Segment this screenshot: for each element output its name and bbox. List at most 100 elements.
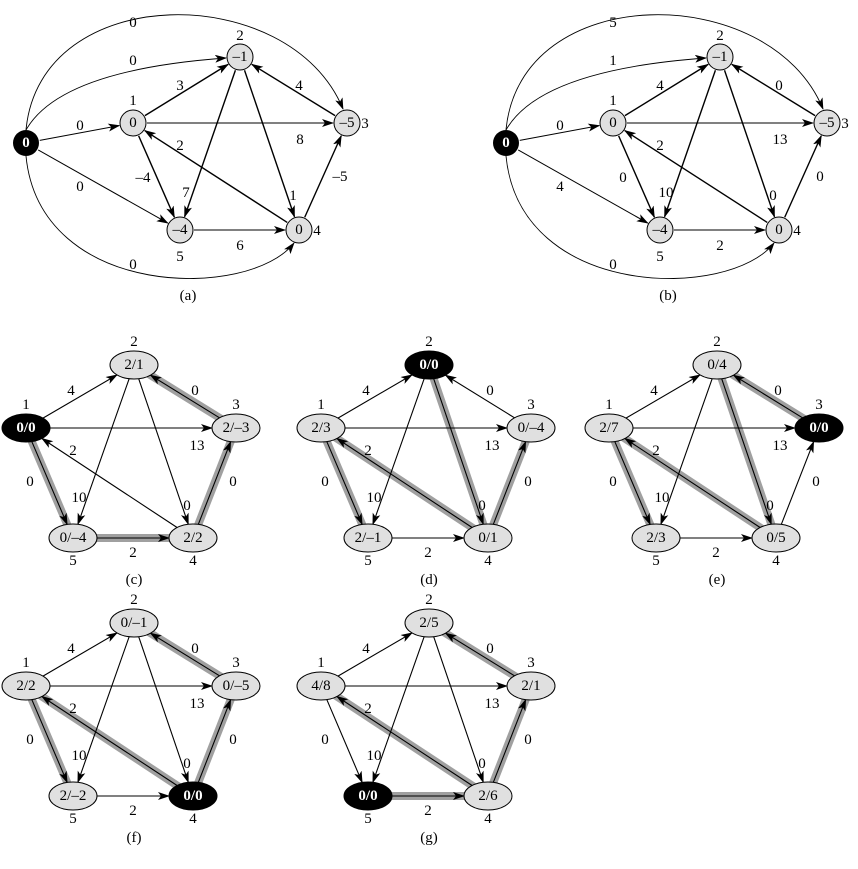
edge-1-5 (326, 441, 363, 526)
vertex-number: 4 (793, 223, 801, 239)
source-vertex (1, 413, 51, 443)
vertex-number: 5 (652, 553, 660, 569)
vertex-number: 5 (69, 811, 77, 827)
vertex-number: 1 (129, 93, 137, 109)
panel-caption: (b) (659, 288, 677, 304)
source-vertex (794, 413, 844, 443)
edge-4-3 (197, 440, 232, 525)
vertex-distance-label: 2/5 (419, 615, 438, 631)
source-vertex (13, 130, 39, 156)
panel-caption: (d) (420, 572, 438, 588)
edge-3-2 (732, 374, 803, 419)
vertex-number: 1 (317, 655, 325, 671)
edge-weight-2-4: 0 (766, 498, 774, 514)
edge-weight-2-4: 0 (183, 498, 191, 514)
edge-2-4 (243, 70, 296, 218)
edge-4-3 (304, 134, 342, 218)
vertex-number: 4 (189, 553, 197, 569)
vertex-2 (692, 350, 742, 380)
vertex-distance-label: 2/1 (124, 357, 143, 373)
edge-weight-s-3: 0 (129, 15, 137, 31)
vertex-5 (166, 216, 194, 244)
edge-2-5 (77, 636, 130, 784)
vertex-2 (109, 608, 159, 638)
edge-weight-2-5: 10 (367, 748, 382, 764)
edge-weight-3-2: 0 (486, 641, 494, 657)
vertex-distance-label: 2/–1 (355, 530, 382, 546)
vertex-distance-label: 0/0 (809, 420, 828, 436)
edge-1-2 (42, 374, 118, 419)
edge-weight-s-4: 0 (609, 257, 617, 273)
vertex-3 (211, 413, 261, 443)
edge-weight-1-5: 0 (609, 474, 617, 490)
edge-3-2 (731, 63, 816, 117)
vertex-number: 2 (713, 334, 721, 350)
vertex-1 (119, 109, 147, 137)
vertex-number: 4 (484, 553, 492, 569)
edge-4-1 (143, 129, 288, 224)
edge-weight-s-5: 4 (556, 179, 564, 195)
vertex-1 (296, 413, 346, 443)
vertex-distance-label: 2/3 (311, 420, 330, 436)
edge-weight-3-2: 4 (295, 78, 303, 94)
vertex-4 (168, 523, 218, 553)
edge-2-4 (138, 378, 189, 526)
vertex-number: 2 (130, 592, 138, 608)
edge-weight-1-2: 4 (67, 383, 75, 399)
edge-1-5 (617, 135, 656, 219)
vertex-value: –4 (652, 222, 669, 238)
edge-weight-4-3: 0 (524, 732, 532, 748)
vertex-3 (333, 109, 361, 137)
edge-2-4 (138, 636, 189, 784)
edge-weight-s-1: 0 (76, 118, 84, 134)
panel-caption: (g) (420, 830, 438, 846)
vertex-number: 2 (425, 592, 433, 608)
source-vertex (404, 350, 454, 380)
edge-s-3 (505, 14, 824, 131)
vertex-distance-label: 2/3 (646, 530, 665, 546)
vertex-value: 0 (129, 115, 137, 131)
edge-1-2 (144, 63, 229, 117)
edge-weight-3-2: 0 (191, 383, 199, 399)
edge-weight-1-5: 0 (321, 474, 329, 490)
edge-4-3 (784, 134, 822, 218)
vertex-number: 4 (189, 811, 197, 827)
edge-4-3 (197, 698, 232, 783)
vertex-number: 3 (527, 655, 535, 671)
vertex-5 (48, 781, 98, 811)
vertex-number: 3 (232, 655, 240, 671)
edge-2-4 (433, 378, 484, 526)
vertex-1 (1, 671, 51, 701)
vertex-distance-label: 0/1 (478, 530, 497, 546)
edge-4-1 (336, 695, 473, 786)
edge-1-5 (31, 441, 68, 526)
edge-weight-1-2: 4 (362, 383, 370, 399)
edge-weight-5-4: 2 (129, 545, 137, 561)
vertex-distance-label: 4/8 (311, 678, 330, 694)
source-vertex-value: 0 (22, 135, 30, 151)
edge-1-2 (337, 374, 413, 419)
edge-2-5 (660, 378, 713, 526)
edge-2-5 (663, 69, 717, 218)
vertex-distance-label: 2/2 (183, 530, 202, 546)
edge-2-5 (372, 378, 425, 526)
edge-weight-2-5: 10 (367, 490, 382, 506)
panel-caption: (c) (126, 572, 143, 588)
vertex-1 (599, 109, 627, 137)
edge-s-4 (25, 155, 295, 279)
panel-caption: (a) (180, 288, 197, 304)
vertex-distance-label: 2/–3 (223, 420, 250, 436)
edge-weight-s-3: 5 (609, 15, 617, 31)
edge-4-3 (492, 440, 527, 525)
edge-weight-2-5: 10 (72, 748, 87, 764)
edge-weight-s-2: 0 (129, 53, 137, 69)
source-vertex (168, 781, 218, 811)
vertex-value: –5 (819, 115, 835, 131)
edge-weight-4-3: 0 (229, 474, 237, 490)
edge-weight-3-2: 0 (191, 641, 199, 657)
vertex-2 (109, 350, 159, 380)
edge-weight-1-2: 4 (650, 383, 658, 399)
vertex-distance-label: 2/1 (521, 678, 540, 694)
